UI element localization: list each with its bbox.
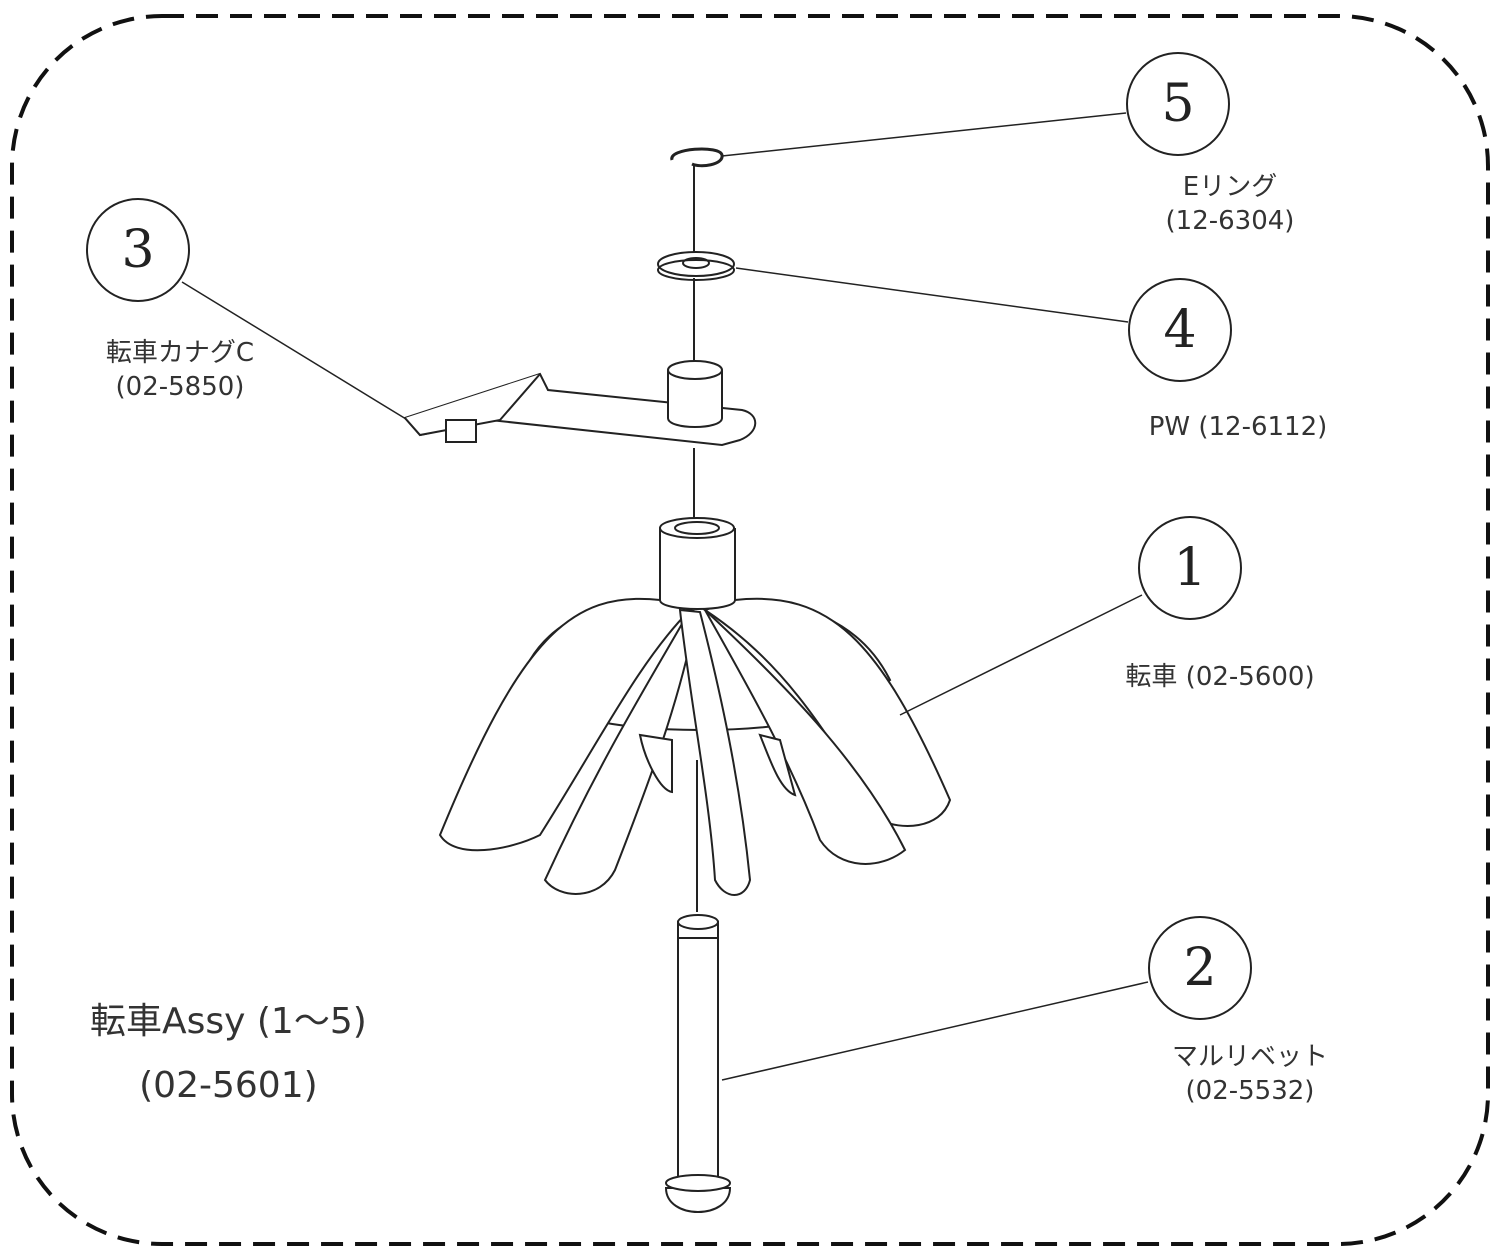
callout-label-1: 転車 (02-5600)	[1100, 660, 1340, 694]
callout-number-4: 4	[1128, 278, 1232, 382]
callout-label-2: マルリベット (02-5532)	[1140, 1040, 1360, 1108]
assembly-code: (02-5601)	[139, 1065, 318, 1106]
callout-label-3: 転車カナグC (02-5850)	[70, 336, 290, 404]
wheel-part	[438, 517, 952, 896]
washer-part	[657, 251, 735, 281]
part-name: 転車カナグC	[105, 338, 255, 368]
callout-number-5: 5	[1126, 52, 1230, 156]
leader-line-3	[181, 281, 407, 420]
leader-line-2	[721, 981, 1149, 1081]
part-name: PW	[1148, 412, 1191, 442]
callout-number-3: 3	[86, 198, 190, 302]
part-code: (02-5850)	[115, 372, 245, 402]
callout-label-5: Eリング (12-6304)	[1120, 170, 1340, 238]
callout-number-2: 2	[1148, 916, 1252, 1020]
callout-number-1: 1	[1138, 516, 1242, 620]
part-code: (02-5532)	[1185, 1076, 1315, 1106]
part-code: (12-6304)	[1165, 206, 1295, 236]
leader-line-5	[721, 112, 1127, 157]
leader-line-4	[735, 267, 1129, 323]
leader-line-1	[899, 594, 1143, 716]
part-name: Eリング	[1182, 172, 1278, 202]
e-ring-part	[670, 147, 724, 168]
part-code: (12-6112)	[1198, 412, 1328, 442]
part-name: 転車	[1125, 662, 1178, 692]
part-name: マルリベット	[1171, 1042, 1328, 1072]
part-code: (02-5600)	[1185, 662, 1315, 692]
bracket-part	[403, 360, 757, 447]
rivet-part	[664, 914, 732, 1213]
assembly-label: 転車Assy (1〜5) (02-5601)	[90, 990, 367, 1118]
callout-label-4: PW (12-6112)	[1128, 410, 1348, 444]
assembly-name: 転車Assy (1〜5)	[90, 1001, 367, 1042]
dashed-border	[10, 14, 1490, 1246]
